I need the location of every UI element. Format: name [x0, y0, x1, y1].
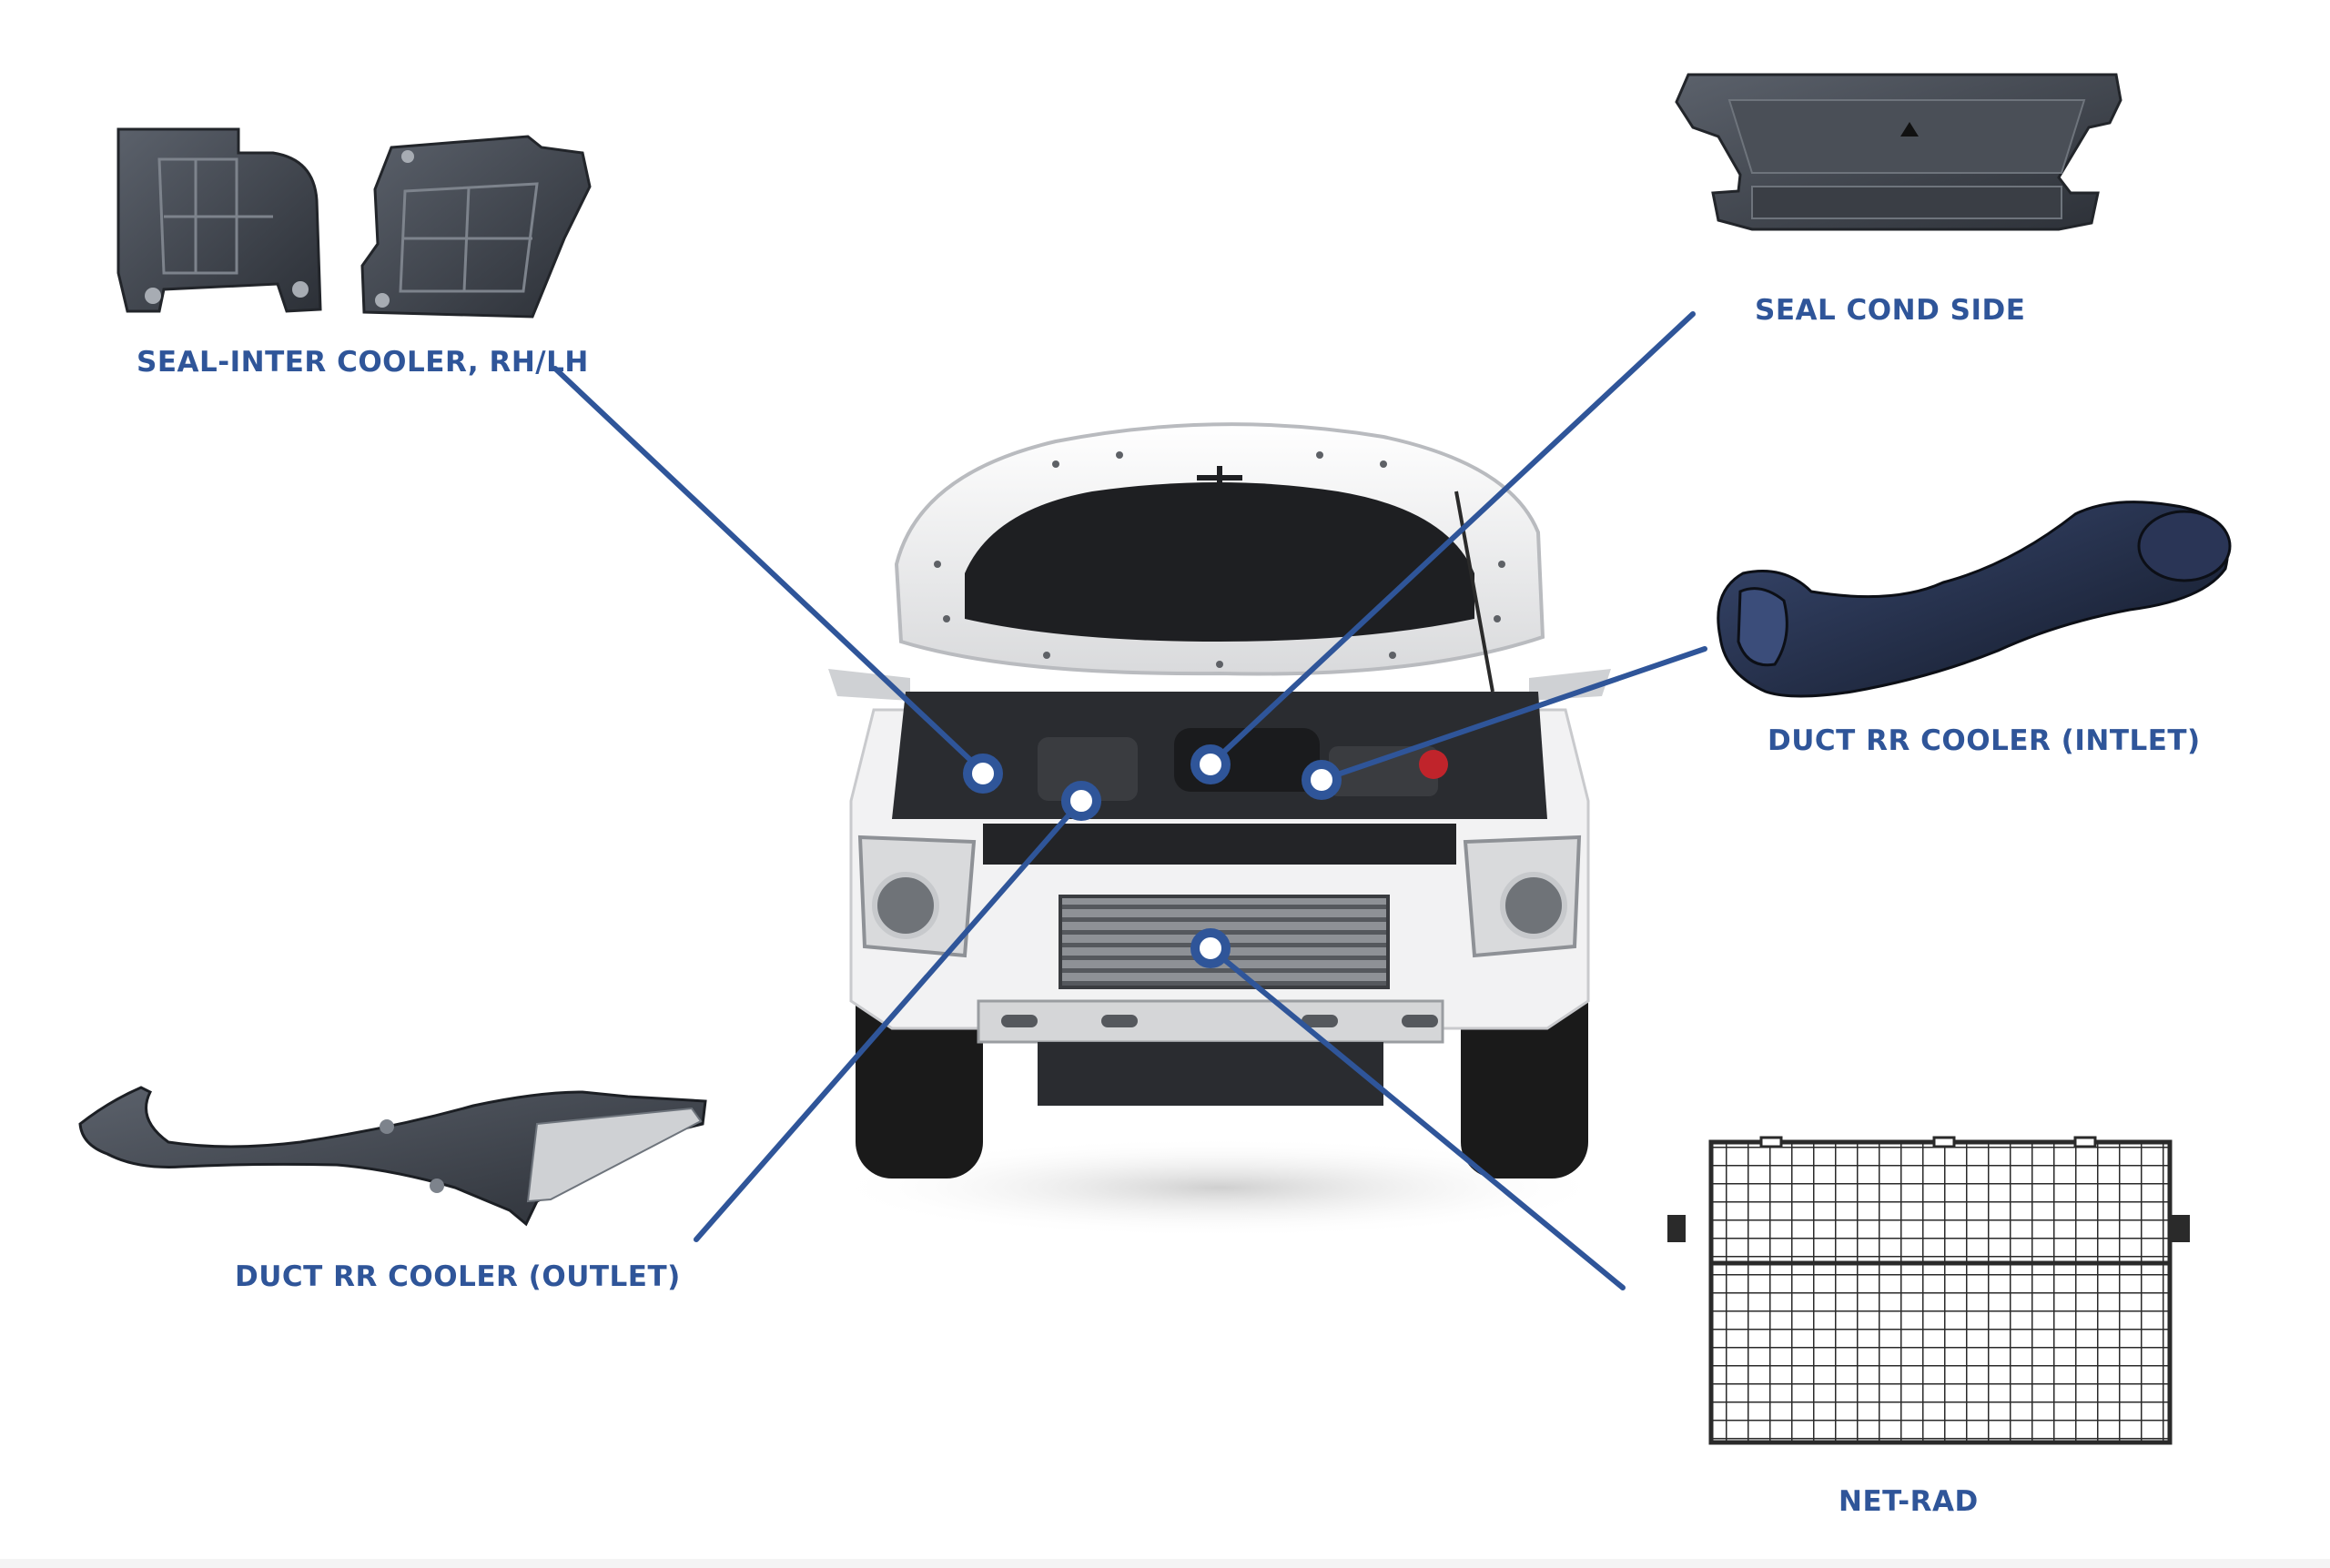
net-rad-part — [1667, 1136, 2190, 1445]
label-net-rad: NET-RAD — [1839, 1485, 1979, 1518]
dot-duct-inlet — [1302, 760, 1342, 800]
duct-rr-cooler-outlet-part — [78, 1086, 707, 1227]
leader-net-rad — [1208, 946, 1626, 1290]
seal-inter-cooler-rh-part — [116, 127, 322, 313]
seal-cond-side-part — [1675, 73, 2122, 231]
dot-seal-inter-cooler — [963, 754, 1003, 794]
leader-seal-inter-cooler — [552, 366, 988, 776]
leader-duct-inlet — [1319, 646, 1707, 783]
car-front-view — [828, 422, 1611, 1238]
bottom-strip — [0, 1559, 2330, 1568]
label-seal-inter-cooler: SEAL-INTER COOLER, RH/LH — [137, 346, 589, 379]
dot-net-rad — [1190, 928, 1231, 968]
label-duct-rr-cooler-outlet: DUCT RR COOLER (OUTLET) — [235, 1260, 681, 1293]
leader-lines — [552, 311, 1707, 1290]
seal-inter-cooler-lh-part — [360, 135, 592, 319]
duct-rr-cooler-inlet-part — [1717, 501, 2232, 698]
dot-seal-cond-side — [1190, 744, 1231, 784]
leader-seal-cond-side — [1208, 311, 1696, 767]
leader-duct-outlet — [694, 798, 1084, 1242]
dot-duct-outlet — [1061, 781, 1101, 821]
callout-dots — [963, 744, 1342, 968]
label-seal-cond-side: SEAL COND SIDE — [1755, 294, 2026, 327]
label-duct-rr-cooler-inlet: DUCT RR COOLER (INTLET) — [1768, 724, 2201, 757]
